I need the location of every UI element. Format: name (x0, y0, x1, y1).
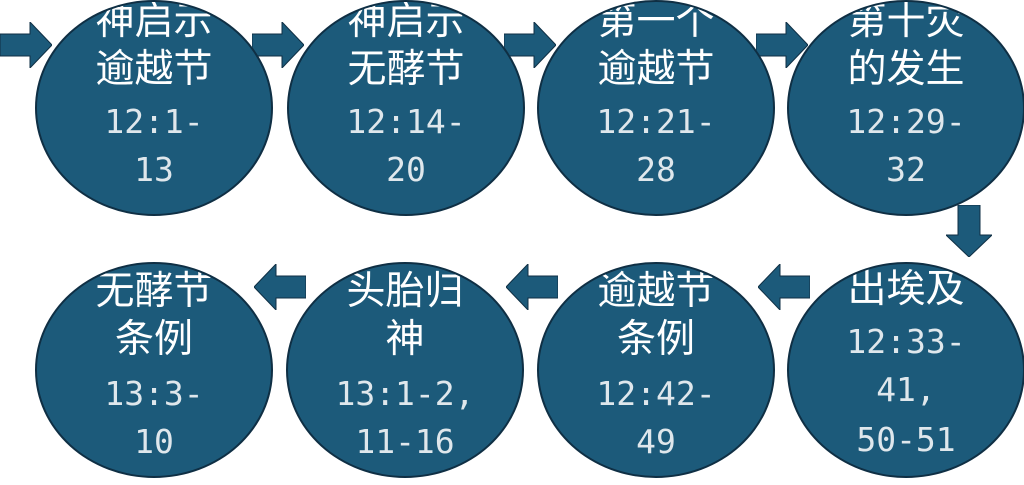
node-title: 神启示 (347, 0, 465, 44)
node-reference: 10 (134, 422, 174, 461)
node-firstborn-consecration: 头胎归 神 13:1-2, 11-16 (286, 262, 524, 478)
node-reference: 50-51 (856, 420, 956, 459)
node-title: 逾越节 (597, 269, 715, 314)
node-title: 逾越节 (95, 47, 213, 92)
down-arrow-icon (946, 205, 992, 257)
node-title: 头胎归 (346, 269, 464, 314)
node-reference: 20 (386, 150, 426, 189)
node-reference: 12:42- (596, 374, 716, 413)
node-reference: 41, (876, 370, 936, 409)
node-tenth-plague: 第十灾 的发生 12:29- 32 (787, 0, 1024, 216)
node-passover-ordinance: 逾越节 条例 12:42- 49 (537, 262, 775, 478)
left-arrow-icon (506, 264, 558, 310)
node-title: 条例 (616, 317, 695, 362)
node-title: 的发生 (847, 47, 965, 92)
node-title: 出埃及 (847, 267, 965, 312)
node-reference: 12:14- (346, 102, 466, 141)
left-arrow-icon (758, 264, 810, 310)
node-reference: 32 (886, 150, 926, 189)
node-unleavened-ordinance: 无酵节 条例 13:3- 10 (35, 262, 273, 478)
node-first-passover: 第一个 逾越节 12:21- 28 (537, 0, 775, 216)
node-reference: 13:1-2, (335, 374, 475, 413)
node-reference: 11-16 (355, 422, 455, 461)
node-exodus: 出埃及 12:33- 41, 50-51 (787, 262, 1024, 478)
right-arrow-icon (756, 22, 808, 68)
node-title: 逾越节 (597, 47, 715, 92)
node-passover-instruction: 神启示 逾越节 12:1- 13 (35, 0, 273, 216)
node-title: 神启示 (95, 0, 213, 44)
node-reference: 12:21- (596, 102, 716, 141)
node-title: 第一个 (597, 0, 715, 44)
node-reference: 13 (134, 150, 174, 189)
node-unleavened-instruction: 神启示 无酵节 12:14- 20 (287, 0, 525, 216)
node-title: 第十灾 (847, 0, 965, 44)
node-reference: 12:1- (104, 102, 204, 141)
node-reference: 28 (636, 150, 676, 189)
node-title: 神 (385, 317, 425, 362)
node-title: 无酵节 (95, 269, 213, 314)
node-reference: 12:33- (846, 322, 966, 361)
node-reference: 12:29- (846, 102, 966, 141)
node-title: 无酵节 (347, 47, 465, 92)
node-reference: 13:3- (104, 374, 204, 413)
right-arrow-icon (0, 22, 52, 68)
left-arrow-icon (254, 264, 306, 310)
node-title: 条例 (114, 317, 193, 362)
node-reference: 49 (636, 422, 676, 461)
